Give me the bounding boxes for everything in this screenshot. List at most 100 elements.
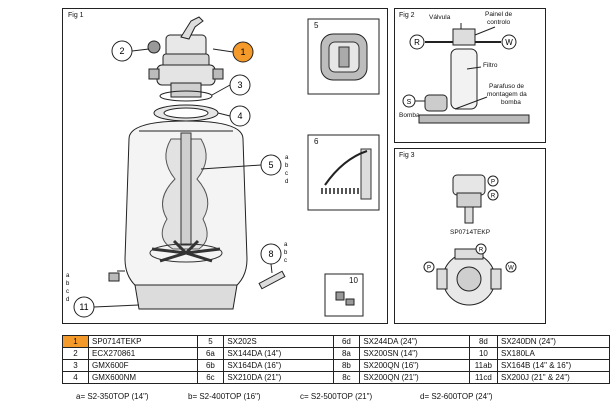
fig3-model-label: SP0714TEKP: [450, 229, 491, 236]
table-cell: SX210DA (21"): [223, 371, 334, 384]
svg-text:5: 5: [268, 160, 273, 170]
footer-size-b: b= S2-400TOP (16"): [188, 392, 261, 401]
detail-5-number-text: 5: [314, 21, 319, 30]
svg-text:11: 11: [79, 302, 88, 312]
multiport-valve: [147, 16, 224, 98]
fig2-title: Fig 2: [399, 12, 415, 19]
fig2-bolt-label-3: bomba: [501, 99, 521, 106]
table-cell: GMX600NM: [88, 371, 198, 384]
svg-text:R: R: [491, 194, 496, 200]
svg-text:b: b: [66, 281, 70, 287]
table-cell: SP0714TEKP: [88, 335, 198, 348]
detail-box-10: [324, 273, 364, 317]
lateral-pipe-part-8: [258, 270, 286, 290]
table-cell: SX244DA (24"): [359, 335, 470, 348]
svg-text:1: 1: [240, 47, 245, 57]
clamp-nut: [153, 104, 219, 122]
table-cell: 2: [61, 347, 90, 360]
parts-table: 1 SP0714TEKP 5 SX202S 6d SX244DA (24") 8…: [61, 335, 610, 384]
callout-8: 8 a b c: [260, 242, 288, 274]
table-row: 4 GMX600NM 6c SX210DA (21") 8c SX200QN (…: [61, 371, 610, 384]
svg-text:c: c: [285, 171, 288, 177]
svg-text:c: c: [284, 258, 287, 264]
table-cell: 5: [196, 335, 225, 348]
detail-box-6: [307, 134, 380, 211]
table-cell: SX200QN (16"): [359, 359, 470, 372]
table-cell: 6c: [196, 371, 225, 384]
fig2-panel: Fig 2 R W S Válvula Painel de controlo F…: [394, 8, 546, 143]
table-cell: SX164DA (16"): [223, 359, 334, 372]
fig2-drawing: R W S: [402, 23, 530, 124]
fig2-panel-label-1: Painel de: [485, 11, 513, 18]
table-row: 3 GMX600F 6b SX164DA (16") 8b SX200QN (1…: [61, 359, 610, 372]
svg-text:W: W: [505, 38, 513, 47]
table-cell: 3: [61, 359, 90, 372]
table-row: 2 ECX270861 6a SX144DA (14") 8a SX200SN …: [61, 347, 610, 360]
callout-6: 5 a b c d: [200, 154, 289, 185]
table-cell: SX202S: [223, 335, 334, 348]
table-cell: 4: [61, 371, 90, 384]
callout-1: 1: [212, 41, 254, 63]
fig3-drawing: P R P R W: [423, 174, 517, 306]
fig3-title: Fig 3: [399, 152, 415, 159]
svg-text:c: c: [66, 289, 69, 295]
table-cell: 11cd: [468, 371, 499, 384]
svg-text:a: a: [285, 155, 289, 161]
fig3-panel: Fig 3 P R P R W SP0714TEKP: [394, 148, 546, 324]
callout-4: 4: [217, 105, 251, 127]
table-cell: 1: [61, 335, 90, 348]
table-cell: 8c: [332, 371, 361, 384]
svg-text:R: R: [479, 248, 484, 254]
filter-tank: [108, 120, 248, 310]
footer-size-c: c= S2-500TOP (21"): [300, 392, 373, 401]
callout-2: 2: [111, 40, 150, 62]
footer-size-a: a= S2-350TOP (14"): [76, 392, 149, 401]
fig2-valve-label: Válvula: [429, 14, 451, 21]
svg-text:b: b: [284, 250, 288, 256]
table-cell: SX180LA: [497, 347, 610, 360]
fig1-drawing: 1 2 3 4 5 a b c d 8: [66, 16, 380, 318]
fig2-panel-label-2: controlo: [487, 19, 511, 26]
table-cell: 6d: [332, 335, 361, 348]
svg-text:W: W: [508, 266, 514, 272]
table-cell: 6a: [196, 347, 225, 360]
svg-text:2: 2: [119, 46, 124, 56]
fig2-pump-label: Bomba: [399, 112, 420, 119]
table-cell: 8b: [332, 359, 361, 372]
svg-text:4: 4: [237, 111, 242, 121]
svg-text:3: 3: [237, 80, 242, 90]
table-cell: SX164B (14" & 16"): [497, 359, 610, 372]
table-cell: SX200J (21" & 24"): [497, 371, 610, 384]
svg-text:a: a: [284, 242, 288, 248]
fig2-bolt-label-2: montagem da: [487, 91, 527, 98]
table-cell: SX200SN (14"): [359, 347, 470, 360]
callout-3: 3: [211, 74, 251, 96]
fig2-bolt-label-1: Parafuso de: [489, 83, 525, 90]
svg-text:a: a: [66, 273, 70, 279]
detail-box-5: 4 5 6: [307, 18, 380, 95]
table-cell: 6b: [196, 359, 225, 372]
table-cell: GMX600F: [88, 359, 198, 372]
table-cell: ECX270861: [88, 347, 198, 360]
fig1-panel: Fig 1: [62, 8, 388, 324]
table-cell: 10: [468, 347, 499, 360]
detail-10-number-text: 10: [349, 276, 358, 285]
svg-text:P: P: [427, 266, 431, 272]
table-row: 1 SP0714TEKP 5 SX202S 6d SX244DA (24") 8…: [61, 335, 610, 348]
callout-11: 11 a b c d: [66, 273, 140, 318]
table-cell: SX144DA (14"): [223, 347, 334, 360]
table-cell: 11ab: [468, 359, 499, 372]
table-cell: SX200QN (21"): [359, 371, 470, 384]
table-cell: 8a: [332, 347, 361, 360]
o-ring: [159, 90, 213, 102]
svg-text:8: 8: [268, 249, 273, 259]
svg-text:R: R: [414, 38, 420, 47]
table-cell: 8d: [468, 335, 499, 348]
detail-6-number-text: 6: [314, 137, 319, 146]
svg-text:S: S: [407, 99, 412, 106]
fig2-filter-label: Filtro: [483, 62, 498, 69]
footer-size-d: d= S2-600TOP (24"): [420, 392, 493, 401]
fig1-title: Fig 1: [68, 12, 84, 19]
svg-text:d: d: [66, 297, 69, 303]
svg-text:b: b: [285, 163, 289, 169]
